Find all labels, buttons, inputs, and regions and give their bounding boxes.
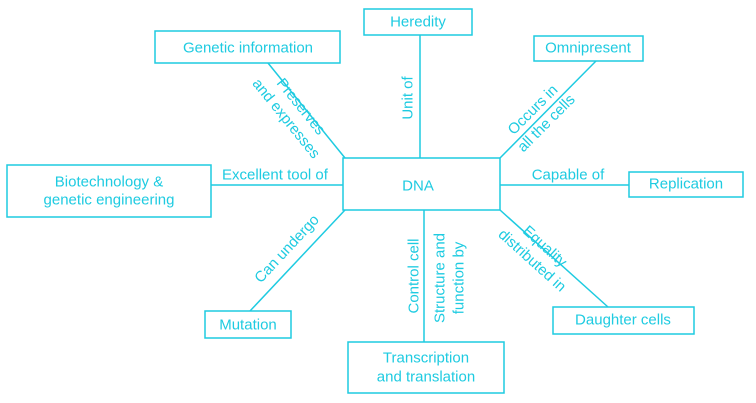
link-structure-line-1: Structure and (432, 233, 449, 323)
node-dna: DNA (342, 157, 501, 211)
node-daughter-cells: Daughter cells (552, 306, 695, 335)
node-transcription-line-2: and translation (377, 369, 475, 386)
connector-omnipresent (499, 60, 597, 159)
node-daughter-cells-label: Daughter cells (575, 312, 671, 329)
node-omnipresent: Omnipresent (533, 35, 644, 62)
link-excellent-tool: Excellent tool of (222, 167, 329, 184)
link-unit-of: Unit of (400, 75, 417, 119)
node-genetic-information-label: Genetic information (183, 40, 313, 57)
connectors (211, 35, 629, 342)
node-heredity-label: Heredity (390, 14, 446, 31)
link-preserves-expresses: Preserves and expresses (249, 75, 329, 162)
node-biotechnology-line-1: Biotechnology & (55, 174, 163, 191)
link-structure-function: Structure and function by (432, 233, 468, 323)
node-replication-label: Replication (649, 176, 723, 193)
node-dna-label: DNA (402, 178, 434, 195)
node-heredity: Heredity (363, 8, 473, 36)
node-transcription-line-1: Transcription (383, 350, 469, 367)
node-mutation-label: Mutation (219, 317, 277, 334)
node-biotechnology: Biotechnology & genetic engineering (6, 164, 212, 218)
link-structure-line-2: function by (451, 241, 468, 314)
node-biotechnology-line-2: genetic engineering (44, 192, 175, 209)
node-replication: Replication (628, 171, 744, 198)
link-equality-distributed: Equality distributed in (495, 222, 571, 295)
link-capable-of: Capable of (532, 167, 605, 184)
connector-mutation (249, 209, 346, 312)
node-mutation: Mutation (204, 310, 292, 339)
node-transcription: Transcription and translation (347, 341, 505, 394)
node-genetic-information: Genetic information (154, 30, 341, 64)
node-omnipresent-label: Omnipresent (545, 40, 632, 57)
link-control-cell: Control cell (406, 238, 423, 313)
link-can-undergo: Can undergo (251, 211, 323, 286)
connector-daughter-cells (499, 209, 609, 308)
connector-genetic-information (267, 62, 346, 159)
